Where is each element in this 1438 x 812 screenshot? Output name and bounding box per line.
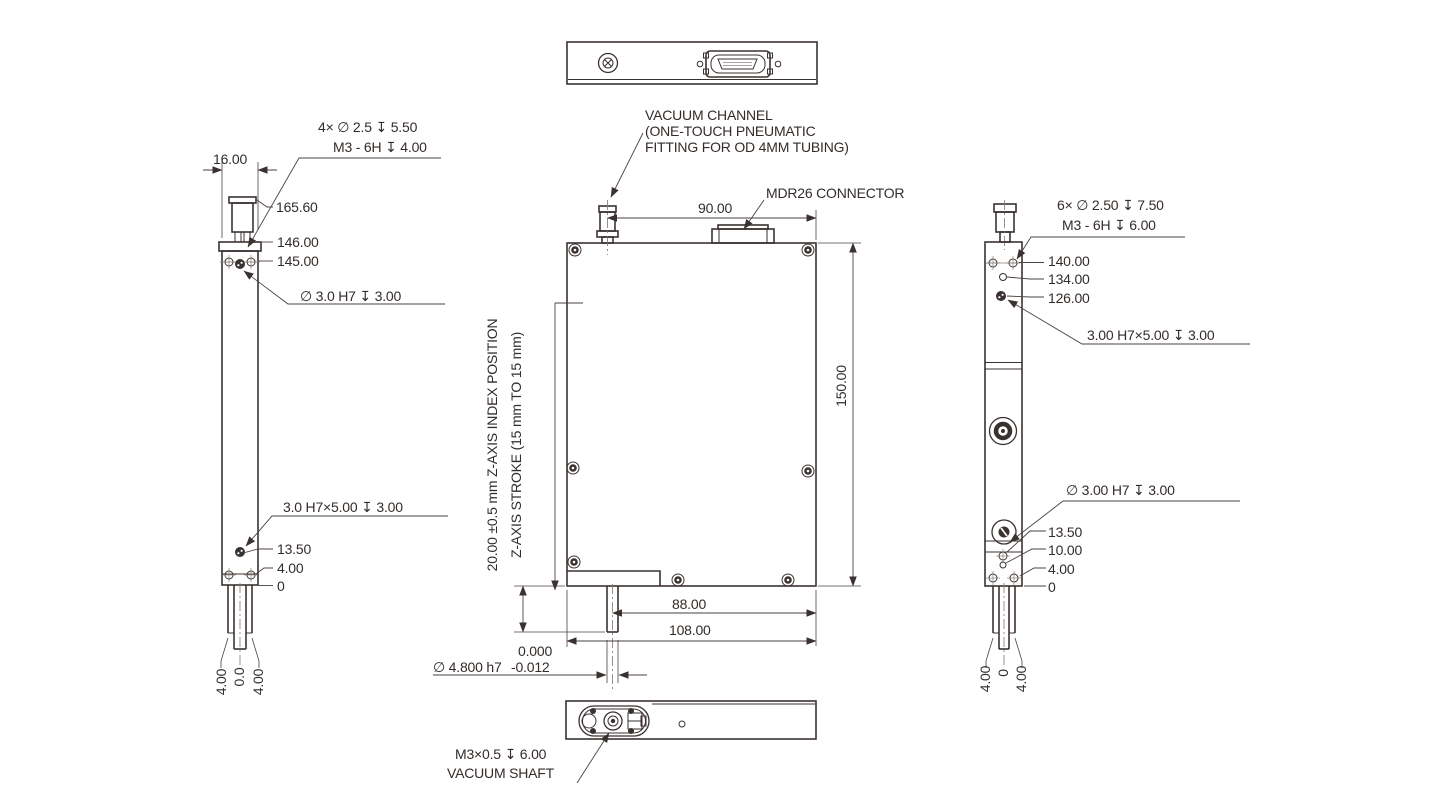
dim-126-00: 126.00 (1048, 290, 1090, 306)
right-hole-callout-line1: 6× ∅ 2.50 ↧ 7.50 (1057, 197, 1164, 213)
dim-width-16: 16.00 (213, 151, 248, 167)
right-pin-callout-top: 3.00 H7×5.00 ↧ 3.00 (1087, 327, 1215, 343)
dim-0-left: 0 (277, 578, 285, 594)
dim-0-right: 0 (1048, 579, 1056, 595)
front-shaft (606, 584, 619, 690)
shaft-diameter: ∅ 4.800 h7 (433, 659, 502, 675)
dim-13-50-right: 13.50 (1048, 524, 1083, 540)
mdr26-connector-note: MDR26 CONNECTOR (766, 185, 905, 201)
right-offset-1: 4.00 (977, 665, 993, 693)
right-offset-3: 4.00 (1013, 665, 1029, 693)
right-pin-callout-bottom: ∅ 3.00 H7 ↧ 3.00 (1066, 482, 1175, 498)
vacuum-shaft-thread-note: M3×0.5 ↧ 6.00 (455, 746, 547, 762)
shaft-tolerance-lower: -0.012 (511, 659, 550, 675)
dim-13-50-left: 13.50 (277, 541, 312, 557)
dim-88-00: 88.00 (672, 596, 707, 612)
dim-4-00-right: 4.00 (1048, 561, 1075, 577)
dim-165-60: 165.60 (276, 199, 318, 215)
left-offset-3: 4.00 (250, 668, 266, 696)
dim-134-00: 134.00 (1048, 271, 1090, 287)
left-pin-callout-top: ∅ 3.0 H7 ↧ 3.00 (300, 288, 402, 304)
dim-150-00: 150.00 (833, 365, 849, 407)
dim-108-00: 108.00 (669, 622, 711, 638)
left-pin-callout-bottom: 3.0 H7×5.00 ↧ 3.00 (283, 499, 403, 515)
vacuum-note-line1: VACUUM CHANNEL (645, 107, 773, 123)
dim-145-00: 145.00 (277, 253, 319, 269)
mdr26-connector-top (696, 50, 782, 78)
screw-icon (597, 52, 619, 74)
dim-90-00: 90.00 (698, 200, 733, 216)
mdr26-connector-front (711, 224, 775, 244)
left-offset-1: 4.00 (213, 668, 229, 696)
dim-4-00-left: 4.00 (277, 560, 304, 576)
left-shaft (220, 583, 260, 668)
top-view (566, 41, 818, 85)
lower-boss-circle (991, 519, 1017, 545)
front-view (433, 132, 861, 690)
right-hole-callout-line2: M3 - 6H ↧ 6.00 (1062, 217, 1156, 233)
left-hole-callout-line1: 4× ∅ 2.5 ↧ 5.50 (318, 119, 418, 135)
pneumatic-fitting (596, 200, 619, 255)
dim-146-00: 146.00 (277, 234, 319, 250)
dim-140-00: 140.00 (1048, 253, 1090, 269)
bearing-circle (988, 416, 1018, 446)
right-side-view (984, 200, 1250, 668)
left-hole-callout-line2: M3 - 6H ↧ 4.00 (333, 139, 427, 155)
vacuum-shaft-label: VACUUM SHAFT (447, 765, 555, 781)
left-offset-2: 0.0 (231, 667, 247, 687)
vacuum-note-line3: FITTING FOR OD 4MM TUBING) (645, 139, 849, 155)
shaft-tolerance-upper: 0.000 (518, 643, 553, 659)
vacuum-note-line2: (ONE-TOUCH PNEUMATIC (645, 123, 816, 139)
z-axis-stroke-note: Z-AXIS STROKE (15 mm TO 15 mm) (508, 331, 524, 559)
bottom-view (565, 700, 817, 784)
vacuum-channel-note: VACUUM CHANNEL (ONE-TOUCH PNEUMATIC FITT… (645, 107, 849, 155)
right-offset-2: 0 (995, 669, 1011, 677)
z-axis-index-note: 20.00 ±0.5 mm Z-AXIS INDEX POSITION (484, 318, 500, 572)
dim-10-00-right: 10.00 (1048, 542, 1083, 558)
left-motor (228, 196, 257, 243)
left-side-view (203, 157, 448, 668)
right-shaft (985, 583, 1023, 668)
vacuum-shaft-circle (603, 711, 623, 731)
